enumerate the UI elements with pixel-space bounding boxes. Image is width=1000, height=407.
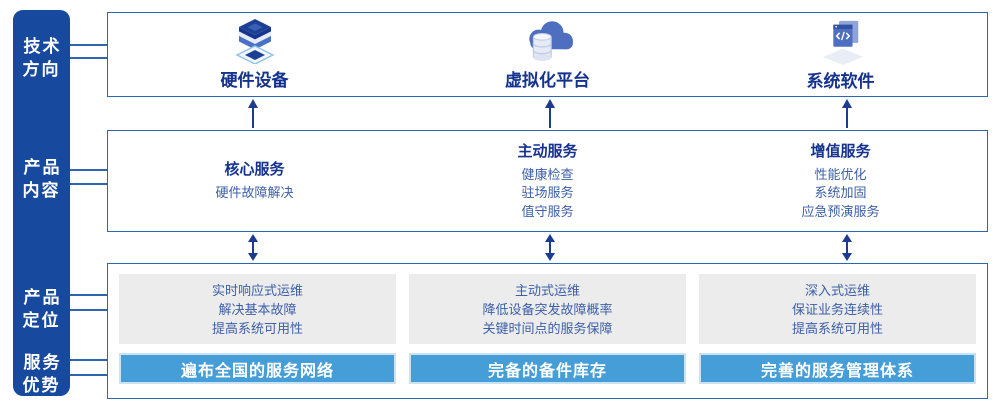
cloud-database-icon [521, 18, 575, 64]
code-window-icon [815, 17, 867, 65]
rail-label-line: 方向 [22, 60, 61, 79]
double-arrow-icon [842, 234, 852, 261]
service-item: 值守服务 [521, 203, 574, 219]
positioning-col-indepth: 深入式运维 保证业务连续性 提高系统可用性 完善的服务管理体系 [699, 274, 976, 388]
up-arrow-icon [545, 99, 555, 128]
service-item: 驻场服务 [521, 185, 574, 201]
service-title: 主动服务 [517, 142, 578, 160]
hardware-stack-icon [231, 18, 279, 65]
rail-label-line: 优势 [22, 376, 61, 395]
connector-line [70, 374, 108, 376]
positioning-col-realtime: 实时响应式运维 解决基本故障 提高系统可用性 遍布全国的服务网络 [119, 274, 396, 388]
positioning-line: 提高系统可用性 [211, 320, 303, 336]
service-col-core: 核心服务 硬件故障解决 [108, 131, 401, 231]
positioning-box: 主动式运维 降低设备突发故障概率 关键时间点的服务保障 [409, 274, 686, 344]
positioning-box: 实时响应式运维 解决基本故障 提高系统可用性 [119, 274, 396, 344]
product-positioning-frame: 实时响应式运维 解决基本故障 提高系统可用性 遍布全国的服务网络 主动式运维 降… [107, 263, 988, 399]
tech-col-system-software: 系统软件 [694, 13, 987, 96]
double-arrow-icon [545, 234, 555, 261]
rail-label-tech-direction: 技术 方向 [13, 35, 70, 81]
product-content-frame: 核心服务 硬件故障解决 主动服务 健康检查 驻场服务 值守服务 增值服务 性能优… [107, 130, 988, 232]
tech-label: 硬件设备 [220, 71, 289, 90]
rail-label-product-content: 产品 内容 [13, 156, 70, 202]
tech-col-virtualization: 虚拟化平台 [401, 13, 694, 96]
advantage-banner: 完善的服务管理体系 [699, 353, 976, 384]
tech-col-hardware: 硬件设备 [108, 13, 401, 96]
rail-label-line: 技术 [23, 37, 62, 56]
up-arrow-icon [248, 99, 258, 128]
double-arrow-icon [248, 234, 258, 261]
positioning-line: 解决基本故障 [218, 301, 297, 317]
positioning-box: 深入式运维 保证业务连续性 提高系统可用性 [699, 274, 976, 344]
rail-label-line: 服务 [23, 353, 62, 372]
connector-line [70, 294, 108, 296]
service-title: 增值服务 [810, 142, 871, 160]
positioning-line: 保证业务连续性 [791, 301, 883, 317]
service-col-value-added: 增值服务 性能优化 系统加固 应急预演服务 [694, 131, 987, 231]
positioning-line: 深入式运维 [804, 282, 870, 298]
category-rail: 技术 方向 产品 内容 产品 定位 服务 优势 [13, 10, 70, 396]
rail-label-line: 定位 [22, 311, 61, 330]
connector-line [70, 183, 108, 185]
up-arrow-icon [842, 99, 852, 128]
rail-label-service-advantage: 服务 优势 [13, 351, 70, 397]
service-item: 健康检查 [521, 166, 574, 182]
rail-label-product-positioning: 产品 定位 [13, 286, 70, 332]
advantage-banner: 完备的备件库存 [409, 353, 686, 384]
rail-label-line: 产品 [23, 288, 62, 307]
tech-label: 虚拟化平台 [505, 71, 590, 90]
connector-line [70, 44, 108, 46]
tech-label: 系统软件 [806, 72, 875, 91]
connector-line [70, 57, 108, 59]
connector-line [70, 309, 108, 311]
service-item: 系统加固 [814, 185, 867, 201]
rail-label-line: 内容 [22, 181, 61, 200]
service-title: 核心服务 [224, 161, 285, 179]
rail-label-line: 产品 [23, 158, 62, 177]
positioning-line: 提高系统可用性 [791, 320, 883, 336]
positioning-col-proactive: 主动式运维 降低设备突发故障概率 关键时间点的服务保障 完备的备件库存 [409, 274, 686, 388]
tech-direction-frame: 硬件设备 虚拟化平台 [107, 12, 988, 97]
positioning-line: 降低设备突发故障概率 [482, 301, 613, 317]
service-item: 硬件故障解决 [215, 185, 294, 201]
positioning-line: 关键时间点的服务保障 [482, 320, 613, 336]
service-col-proactive: 主动服务 健康检查 驻场服务 值守服务 [401, 131, 694, 231]
advantage-banner: 遍布全国的服务网络 [119, 353, 396, 384]
connector-line [70, 359, 108, 361]
positioning-line: 主动式运维 [514, 282, 580, 298]
connector-line [70, 169, 108, 171]
service-item: 性能优化 [814, 166, 867, 182]
service-item: 应急预演服务 [801, 203, 880, 219]
positioning-line: 实时响应式运维 [211, 282, 303, 298]
